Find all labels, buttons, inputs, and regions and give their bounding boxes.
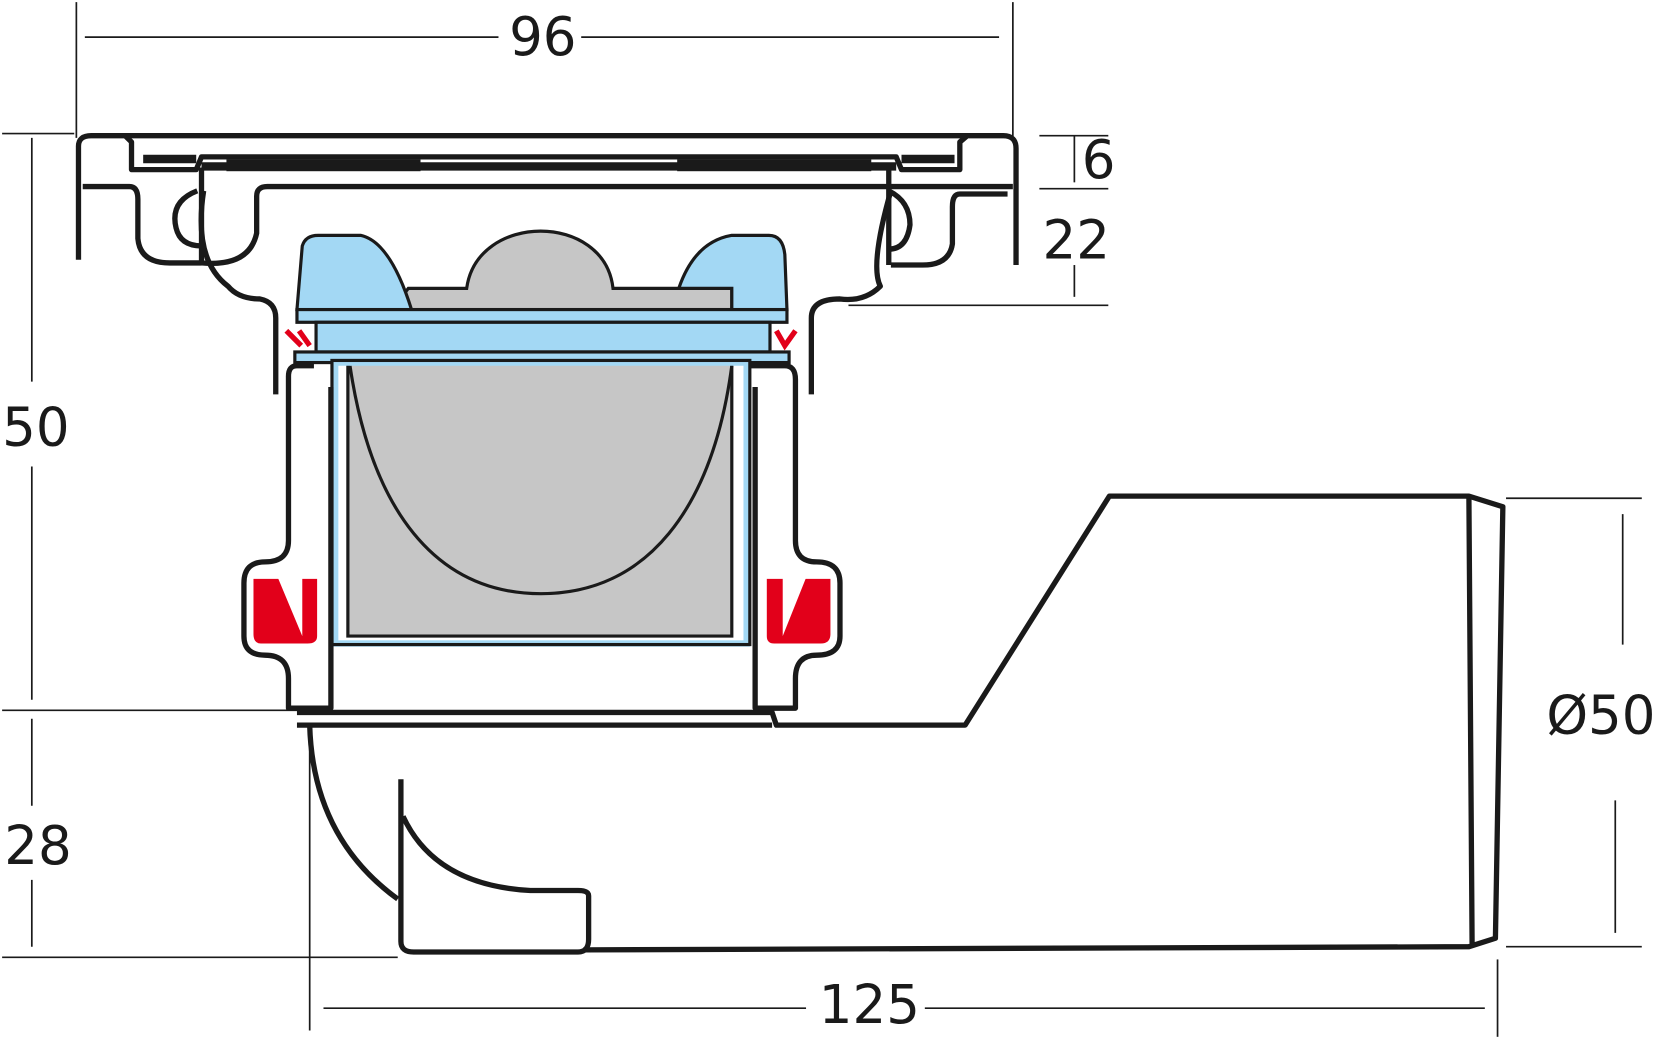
seal-right-cut	[782, 577, 807, 637]
outlet-pipe	[296, 493, 1506, 953]
frame-outline	[75, 133, 1019, 266]
trap-insert-right	[676, 233, 789, 312]
arrow-right-icon	[774, 329, 798, 351]
dim-top-width: 96	[509, 6, 576, 68]
dim-body-height: 50	[2, 396, 69, 458]
arrow-left-icon	[284, 328, 312, 348]
outlet-bottom	[296, 722, 773, 955]
dim-total-length: 125	[819, 974, 920, 1036]
frame-left	[82, 183, 279, 395]
insert-rim	[295, 307, 789, 324]
grate-bar	[143, 154, 955, 171]
body-right	[748, 363, 843, 711]
seal-right	[764, 576, 833, 646]
dim-outlet-diameter: Ø50	[1546, 685, 1655, 747]
frame-right	[808, 188, 1008, 395]
trap-curve	[348, 365, 734, 596]
body-left	[241, 363, 334, 711]
dim-frame-height: 22	[1043, 210, 1110, 272]
dim-outlet-height: 28	[4, 815, 71, 877]
frame-left-inner	[198, 167, 1013, 267]
dim-grate-height: 6	[1082, 129, 1116, 191]
trap-insert-left	[295, 233, 414, 312]
insert-band	[314, 320, 772, 354]
